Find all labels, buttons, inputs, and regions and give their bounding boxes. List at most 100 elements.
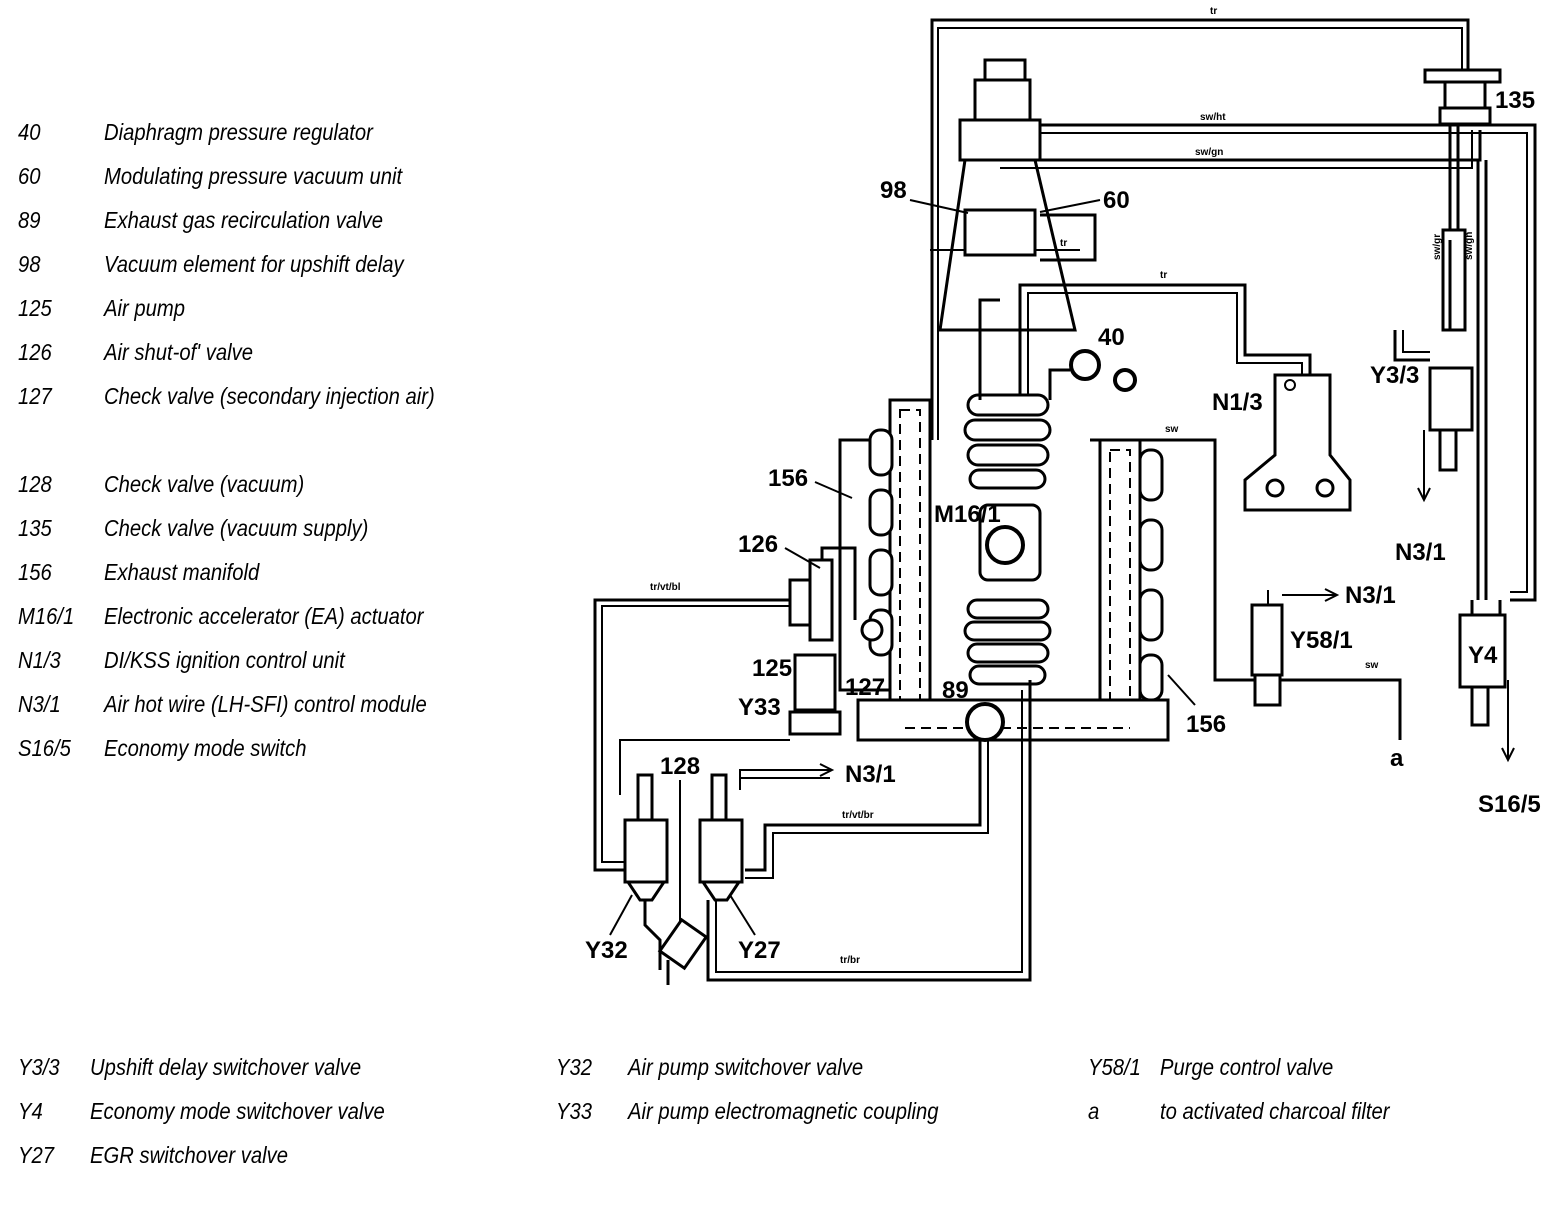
callout-a: a <box>1390 745 1404 772</box>
purge-valve-y581 <box>1250 603 1284 677</box>
egr-switchover-y27 <box>698 818 744 884</box>
legend-desc: Check valve (secondary injection air) <box>104 383 435 409</box>
callout-m161: M16/1 <box>934 501 1001 528</box>
legend-code: N1/3 <box>18 647 61 673</box>
hose-label-swgn: sw/gn <box>1195 147 1223 158</box>
legend-desc: Purge control valve <box>1160 1054 1334 1080</box>
legend-desc: Diaphragm pressure regulator <box>104 119 373 145</box>
check-valve-127 <box>860 618 884 642</box>
hose-tr-vt-bl <box>593 598 790 872</box>
hose-label-trvtbl: tr/vt/bl <box>650 582 681 593</box>
engine-housing <box>938 159 1077 332</box>
hose-label-trbr: tr/br <box>840 955 860 966</box>
legend-code: 98 <box>18 251 41 277</box>
callout-n31-c: N3/1 <box>845 761 896 788</box>
legend-desc: Economy mode switch <box>104 735 307 761</box>
legend-row: 60 Modulating pressure vacuum unit <box>18 154 498 198</box>
callout-126: 126 <box>738 531 778 558</box>
callout-40: 40 <box>1098 324 1125 351</box>
legend-row: 125 Air pump <box>18 286 498 330</box>
callout-89: 89 <box>942 677 969 704</box>
pressure-regulator-body <box>973 78 1032 122</box>
legend-code: 125 <box>18 295 52 321</box>
hose-sw-ht <box>1025 123 1537 602</box>
callout-s165: S16/5 <box>1478 791 1541 818</box>
legend-desc: Exhaust manifold <box>104 559 260 585</box>
vacuum-element-98 <box>963 208 1037 257</box>
hose-tr-vt-br <box>745 740 982 872</box>
callout-y33-valve: Y3/3 <box>1370 362 1419 389</box>
intake-bellows-lower <box>963 598 1052 686</box>
legend-code: 156 <box>18 559 52 585</box>
callout-y4: Y4 <box>1468 642 1498 669</box>
callout-y32: Y32 <box>585 937 628 964</box>
legend-desc: EGR switchover valve <box>90 1142 288 1168</box>
callout-156-right: 156 <box>1186 711 1226 738</box>
hose-sleeve-swgr <box>1441 228 1467 332</box>
hose-sw-gn <box>1000 130 1482 162</box>
legend-desc: DI/KSS ignition control unit <box>104 647 345 673</box>
legend-code: M16/1 <box>18 603 75 629</box>
check-valve-128 <box>657 917 709 971</box>
legend-code: Y32 <box>556 1054 593 1080</box>
intake-bellows-upper <box>963 393 1052 490</box>
hose-label-tr1: tr <box>1060 238 1067 249</box>
hose-top-loop <box>930 18 1470 440</box>
legend-desc: Air pump <box>104 295 186 321</box>
legend-code: 128 <box>18 471 52 497</box>
hose-tr-br <box>706 680 1032 982</box>
legend-row: M16/1 Electronic accelerator (EA) actuato… <box>18 594 498 638</box>
legend-desc: Air pump electromagnetic coupling <box>628 1098 939 1124</box>
hose-label-sw2: sw <box>1365 660 1379 671</box>
diaphragm-regulator-40 <box>1069 349 1101 381</box>
legend-row: 127 Check valve (secondary injection air) <box>18 374 498 462</box>
ignition-unit-n13 <box>1243 373 1352 512</box>
legend-desc: Upshift delay switchover valve <box>90 1054 362 1080</box>
hose-label-swgr: sw/gr <box>1432 234 1443 260</box>
hose-label-trvtbr: tr/vt/br <box>842 810 874 821</box>
exhaust-manifold-right <box>1098 438 1142 732</box>
legend-code: 127 <box>18 383 52 409</box>
callout-135: 135 <box>1495 87 1535 114</box>
callout-156-left: 156 <box>768 465 808 492</box>
hose-tr-n13 <box>1018 283 1312 410</box>
legend-desc: Modulating pressure vacuum unit <box>104 163 403 189</box>
engine-base <box>856 698 1170 742</box>
legend-desc: Exhaust gas recirculation valve <box>104 207 384 233</box>
upshift-delay-valve-y33 <box>1428 366 1474 432</box>
legend-row: N3/1 Air hot wire (LH-SFI) control module <box>18 682 498 726</box>
legend-code: 89 <box>18 207 41 233</box>
hose-label-top: tr <box>1210 6 1217 17</box>
hose-label-sw: sw <box>1165 424 1179 435</box>
legend-code: Y33 <box>556 1098 593 1124</box>
legend-desc: Air hot wire (LH-SFI) control module <box>104 691 427 717</box>
callout-125: 125 <box>752 655 792 682</box>
legend-bottom-row: Y33 Air pump electromagnetic coupling <box>556 1089 981 1133</box>
air-pump-coupling-y33 <box>788 710 842 736</box>
legend-code: 60 <box>18 163 41 189</box>
legend-row: S16/5 Economy mode switch <box>18 726 498 770</box>
callout-y581: Y58/1 <box>1290 627 1353 654</box>
legend-code: Y3/3 <box>18 1054 60 1080</box>
legend-code: N3/1 <box>18 691 61 717</box>
legend-code: S16/5 <box>18 735 71 761</box>
legend-row: 156 Exhaust manifold <box>18 550 498 594</box>
legend-desc: Check valve (vacuum supply) <box>104 515 369 541</box>
legend-code: a <box>1088 1098 1100 1124</box>
callout-n13: N1/3 <box>1212 389 1263 416</box>
check-valve-135-plate <box>1423 68 1502 84</box>
legend-desc: to activated charcoal filter <box>1160 1098 1390 1124</box>
legend-desc: Electronic accelerator (EA) actuator <box>104 603 424 629</box>
legend-row: N1/3 DI/KSS ignition control unit <box>18 638 498 682</box>
